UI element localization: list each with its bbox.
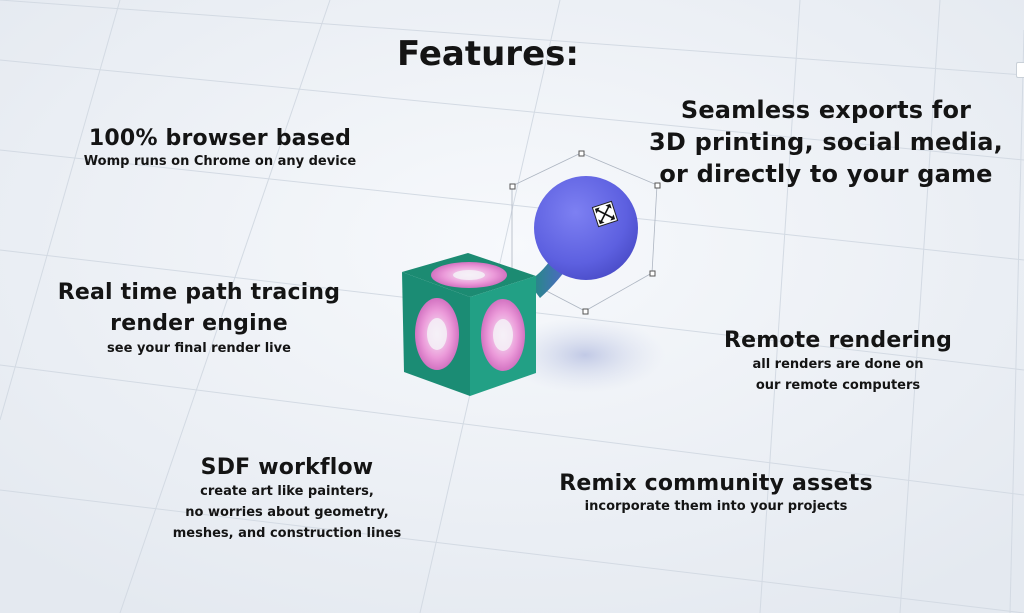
move-gizmo-icon[interactable] bbox=[591, 200, 619, 228]
feature-exports: Seamless exports for 3D printing, social… bbox=[636, 94, 1016, 190]
feature-pathtracing: Real time path tracing render engine see… bbox=[24, 277, 374, 358]
feature-remote: Remote rendering all renders are done on… bbox=[688, 327, 988, 396]
feature-browser-heading: 100% browser based bbox=[88, 126, 352, 151]
feature-remix: Remix community assets incorporate them … bbox=[536, 470, 896, 516]
feature-sdf-sub-1: create art like painters, bbox=[200, 484, 374, 499]
feature-sdf-sub-3: meshes, and construction lines bbox=[172, 526, 402, 541]
object-shadow bbox=[505, 317, 665, 393]
feature-exports-line-1: Seamless exports for bbox=[680, 96, 972, 124]
feature-sdf-sub-2: no worries about geometry, bbox=[185, 505, 389, 520]
feature-remix-sub: incorporate them into your projects bbox=[584, 499, 848, 514]
feature-pathtracing-line-2: render engine bbox=[110, 311, 288, 336]
feature-exports-line-2: 3D printing, social media, bbox=[649, 128, 1003, 156]
feature-remote-heading: Remote rendering bbox=[723, 328, 953, 353]
side-panel-handle[interactable] bbox=[1016, 62, 1024, 78]
feature-sdf: SDF workflow create art like painters, n… bbox=[137, 454, 437, 544]
feature-remix-heading: Remix community assets bbox=[559, 471, 873, 496]
feature-pathtracing-line-1: Real time path tracing bbox=[57, 280, 341, 305]
feature-exports-line-3: or directly to your game bbox=[659, 160, 993, 188]
cube-shape[interactable] bbox=[402, 253, 536, 396]
sphere-shape[interactable] bbox=[534, 176, 638, 280]
feature-sdf-heading: SDF workflow bbox=[200, 455, 374, 480]
feature-pathtracing-sub: see your final render live bbox=[107, 341, 291, 356]
feature-remote-sub-2: our remote computers bbox=[755, 378, 921, 393]
page-title: Features: bbox=[397, 34, 579, 74]
feature-browser: 100% browser based Womp runs on Chrome o… bbox=[40, 125, 400, 171]
feature-browser-sub: Womp runs on Chrome on any device bbox=[83, 154, 357, 169]
feature-remote-sub-1: all renders are done on bbox=[752, 357, 924, 372]
